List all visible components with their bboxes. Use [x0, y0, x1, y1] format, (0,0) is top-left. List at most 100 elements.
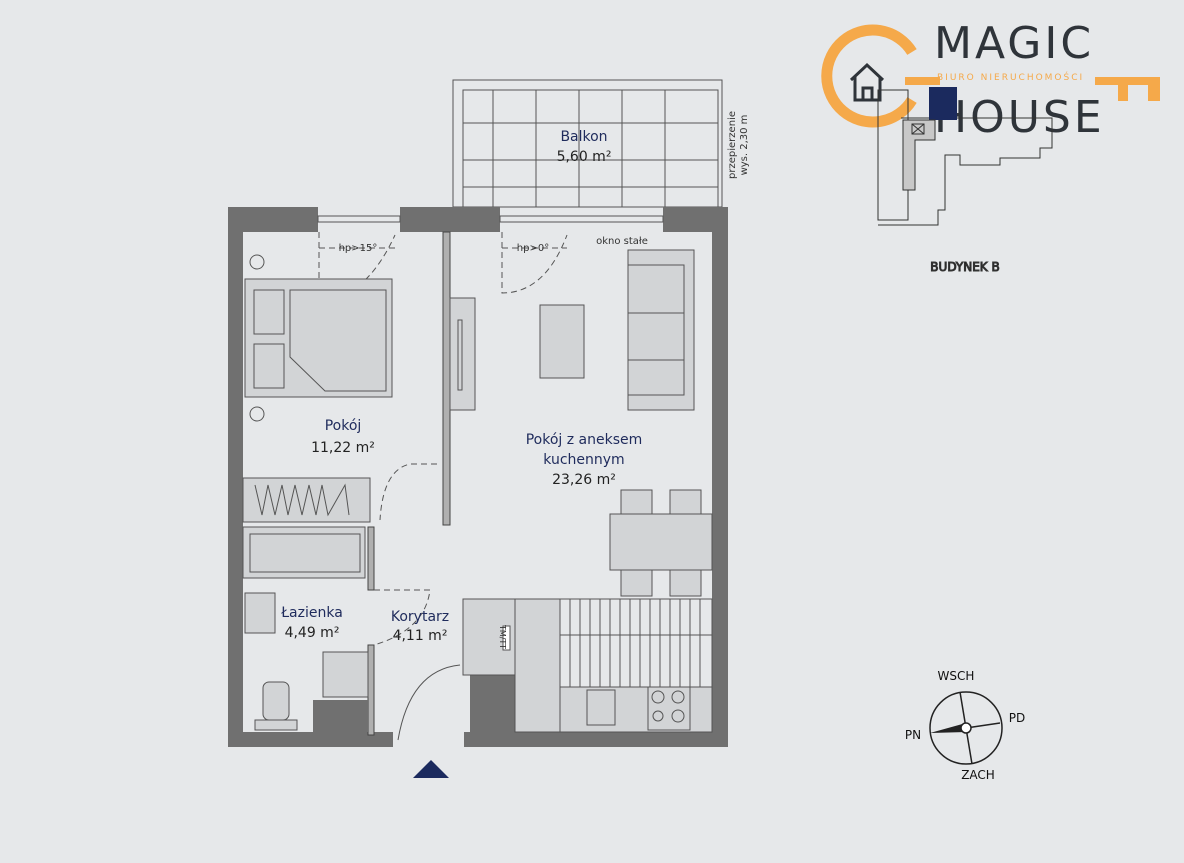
compass-north: PN [905, 728, 921, 742]
toilet [262, 681, 290, 721]
kitchen: TM/TT [462, 598, 713, 733]
building-outline [878, 117, 1053, 226]
compass-icon [929, 691, 1003, 765]
corridor-area: 4,11 m² [393, 628, 448, 644]
bedroom-name: Pokój [325, 418, 362, 434]
bathroom-area: 4,49 m² [285, 625, 340, 641]
logo-key-bar-end [1095, 77, 1160, 85]
compass-east: WSCH [938, 669, 975, 683]
balcony-area: 5,60 m² [557, 149, 612, 165]
bathroom-name: Łazienka [280, 605, 343, 621]
dining-chair [669, 489, 702, 515]
nightstand-lamp-icon [249, 406, 265, 422]
bedroom: Pokój 11,22 m² [242, 254, 437, 523]
entrance-arrow-icon [413, 760, 449, 778]
burner-icon [651, 690, 665, 704]
logo-key-tooth [1148, 85, 1160, 101]
wardrobe-hangers [254, 483, 350, 517]
living-area: 23,26 m² [552, 472, 616, 488]
wardrobe [242, 477, 371, 523]
logo-magic: MAGIC [934, 18, 1094, 69]
compass: WSCH PD PN ZACH [905, 669, 1025, 782]
logo-tagline: BIURO NIERUCHOMOŚCI [937, 71, 1084, 83]
pillow [253, 343, 285, 389]
stairwell [902, 119, 936, 191]
kitchen-upper-cabinets [559, 598, 713, 688]
washbasin [244, 592, 276, 634]
living-name-1: Pokój z aneksem [526, 432, 643, 448]
logo-key-bar [905, 77, 940, 85]
pillow [253, 289, 285, 335]
nightstand-lamp-icon [249, 254, 265, 270]
living-window [499, 215, 664, 223]
dining-chair [620, 489, 653, 515]
entrance-door-swing [397, 664, 461, 741]
dining-chair [620, 569, 653, 597]
bed-cover [289, 289, 387, 392]
elevator-icon [911, 123, 925, 135]
corridor: Korytarz 4,11 m² [373, 589, 461, 778]
meter-box [502, 625, 511, 651]
corridor-name: Korytarz [391, 609, 449, 625]
burner-icon [671, 690, 685, 704]
bedroom-door-swing [379, 463, 437, 521]
compass-needle-icon [930, 723, 967, 733]
fixed-window-note: okno stałe [596, 236, 648, 247]
bathroom: Łazienka 4,49 m² [242, 526, 369, 731]
logo-ring [821, 24, 917, 128]
tm-tt-label: TM/TT [498, 624, 507, 649]
building-label: BUDYNEK B [930, 260, 999, 274]
sink [586, 689, 616, 726]
partition-bathroom-corridor-lower [367, 644, 375, 736]
living-window-note: hp>0° [517, 243, 549, 254]
balcony-tiles [463, 90, 718, 207]
shaft-bathroom [313, 700, 368, 732]
sofa [627, 249, 695, 411]
walls [228, 207, 728, 747]
compass-west: ZACH [961, 768, 995, 782]
balcony-name: Balkon [560, 129, 607, 145]
sofa-cushions [628, 264, 685, 396]
magic-house-logo: MAGIC BIURO NIERUCHOMOŚCI HOUSE [821, 18, 1160, 143]
bedroom-window-note: hp>15° [339, 243, 378, 254]
burner-icon [671, 709, 685, 723]
windows: hp>15° hp>0° okno stałe [317, 215, 664, 301]
dining-chair [669, 569, 702, 597]
wall-right [712, 207, 728, 747]
house-icon [849, 62, 885, 102]
compass-south: PD [1009, 711, 1025, 725]
wall-top-middle [400, 207, 500, 232]
partition-bathroom-corridor-upper [367, 526, 375, 591]
tv [457, 319, 463, 391]
bedroom-area: 11,22 m² [311, 440, 375, 456]
shaft-kitchen [470, 675, 515, 732]
highlighted-apartment [929, 87, 957, 120]
washing-machine [322, 651, 369, 698]
wall-bottom-left [228, 732, 393, 747]
wall-left [228, 207, 243, 747]
partition-note-2: wys. 2,30 m [739, 115, 750, 176]
wall-bottom-right [464, 732, 728, 747]
cooktop [647, 686, 691, 731]
coffee-table [539, 304, 585, 379]
partition-note-1: przepierzenie [727, 111, 738, 179]
living-room: Pokój z aneksem kuchennym 23,26 m² [449, 249, 713, 597]
compass-hub [960, 722, 972, 734]
bathtub [242, 526, 366, 579]
toilet-cistern [254, 719, 298, 731]
building-key-plan: BUDYNEK B [877, 87, 1053, 275]
dining-table [609, 513, 713, 571]
living-window-swing [501, 232, 568, 294]
logo-key-tooth [1118, 85, 1128, 101]
living-name-2: kuchennym [543, 452, 624, 468]
bedroom-window [317, 215, 401, 223]
kitchen-counter [559, 686, 713, 733]
fridge-column [514, 598, 561, 733]
burner-icon [652, 710, 664, 722]
balcony-floor [462, 89, 719, 208]
bathtub-inner [249, 533, 361, 573]
bathroom-door-swing [373, 589, 431, 646]
partition-bedroom-living [442, 231, 451, 526]
